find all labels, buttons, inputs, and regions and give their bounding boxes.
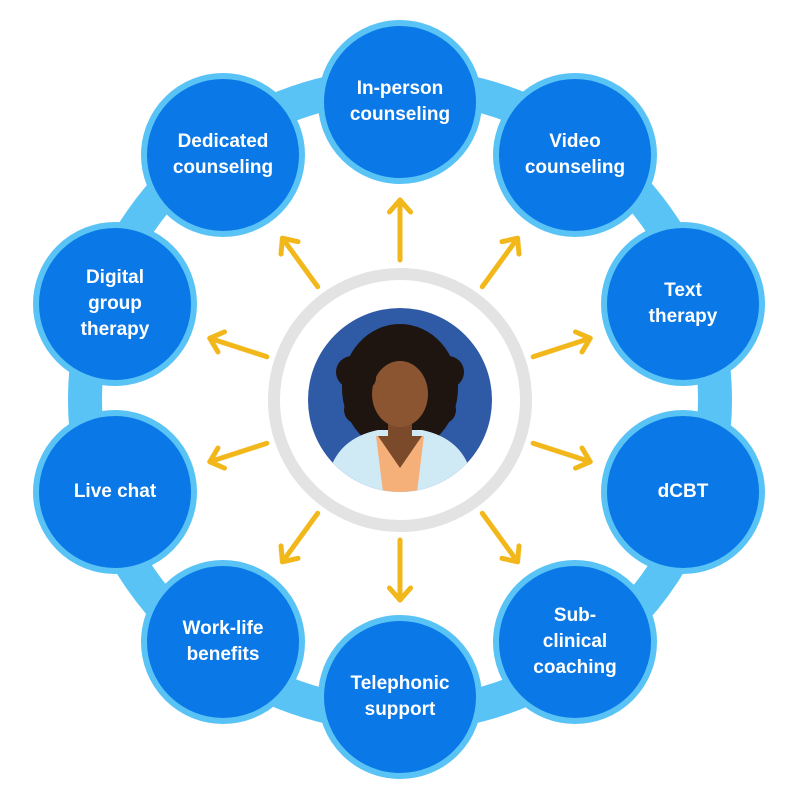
arrow-shaft	[207, 335, 270, 360]
node-video-counseling: Video counseling	[493, 73, 657, 237]
arrow-head	[278, 235, 301, 257]
arrow-head	[499, 543, 522, 565]
node-in-person-counseling: In-person counseling	[318, 20, 482, 184]
arrow-shaft	[530, 335, 593, 360]
node-label: Live chat	[73, 481, 157, 502]
node-text-therapy: Text therapy	[601, 222, 765, 386]
node-label: dCBT	[657, 481, 709, 502]
arrow-shaft	[479, 510, 521, 565]
node-digital-group-therapy: Digital group therapy	[33, 222, 197, 386]
arrow-shaft	[207, 440, 270, 465]
node-telephonic-support: Telephonic support	[318, 615, 482, 779]
node-dcbt: dCBT	[601, 410, 765, 574]
node-label: Dedicated counseling	[172, 131, 274, 178]
arrow-head	[207, 329, 227, 355]
arrow-head	[207, 445, 227, 471]
arrow-head	[278, 543, 301, 565]
node-dedicated-counseling: Dedicated counseling	[141, 73, 305, 237]
node-label: Digital group therapy	[80, 267, 150, 340]
node-work-life-benefits: Work-life benefits	[141, 560, 305, 724]
arrow-head	[386, 585, 414, 603]
node-label: Work-life benefits	[182, 618, 264, 665]
node-label: Sub- clinical coaching	[533, 605, 617, 678]
arrow-shaft	[279, 510, 321, 565]
arrow-shaft	[479, 235, 521, 290]
node-label: In-person counseling	[349, 78, 451, 125]
arrow-head	[573, 445, 593, 471]
arrow-head	[573, 329, 593, 355]
person-avatar-icon	[308, 308, 492, 492]
arrow-group	[207, 197, 593, 603]
arrow-head	[386, 197, 414, 215]
node-label: Text therapy	[648, 280, 718, 327]
arrow-shaft	[279, 235, 321, 290]
node-label: Video counseling	[524, 131, 626, 178]
arrow-shaft	[530, 440, 593, 465]
node-sub-clinical-coaching: Sub- clinical coaching	[493, 560, 657, 724]
node-live-chat: Live chat	[33, 410, 197, 574]
node-label: Telephonic support	[350, 673, 450, 720]
arrow-head	[499, 235, 522, 257]
